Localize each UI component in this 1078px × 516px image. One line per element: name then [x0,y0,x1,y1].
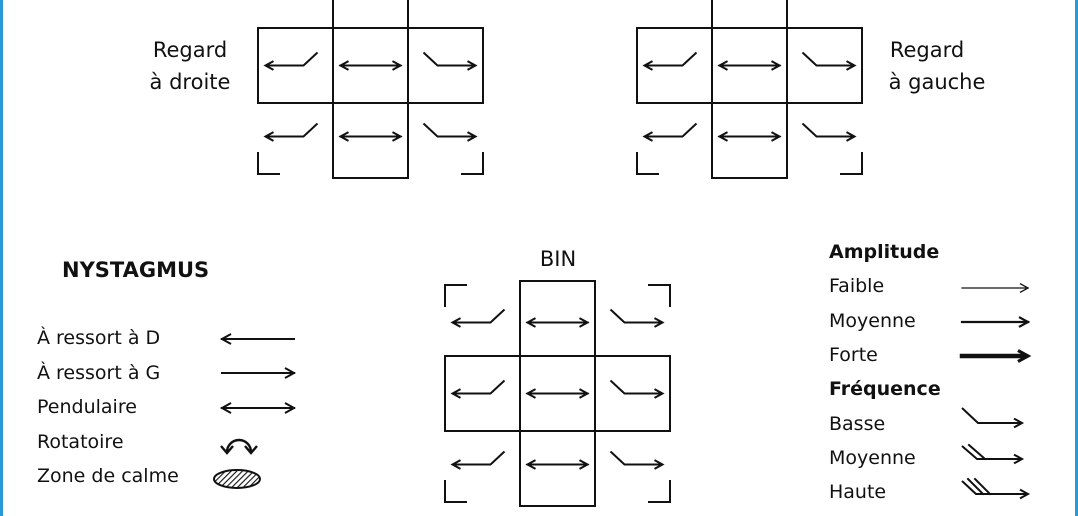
legend-item-ressort-d: À ressort à D [37,327,161,349]
left-beat-symbol [642,122,698,142]
pendular-symbol [525,388,590,399]
left-beat-symbol [263,51,319,71]
hatched-ellipse-icon [213,469,261,489]
legend-item-rotatoire: Rotatoire [37,431,124,453]
left-beat-symbol [642,51,698,71]
pendular-symbol [525,317,590,328]
pendular-symbol [717,60,782,71]
left-gaze-label-line2: à gauche [888,70,986,94]
medium-frequency-icon [961,443,1025,465]
pendular-symbol [717,131,782,142]
double-arrow-icon [219,402,297,414]
amplitude-title: Amplitude [829,241,940,263]
center-column [519,280,596,507]
low-frequency-icon [961,407,1025,429]
left-beat-symbol [450,308,506,328]
left-gaze-label-line1: Regard [889,38,965,62]
pendular-symbol [525,459,590,470]
left-gaze-panel [636,0,863,179]
right-beat-symbol [609,308,665,328]
corner-bottom-right [840,152,863,175]
legend-item-basse: Basse [829,413,886,435]
middle-row [257,27,484,104]
right-beat-symbol [801,51,857,71]
corner-top-right [648,284,671,307]
bin-panel [444,280,671,507]
thick-arrow-icon [959,349,1032,363]
right-beat-symbol [609,379,665,399]
left-beat-symbol [450,450,506,470]
middle-row [636,27,863,104]
left-beat-symbol [263,122,319,142]
legend-item-haute: Haute [829,481,887,503]
pendular-symbol [338,60,403,71]
corner-bottom-left [636,152,659,175]
center-column [332,0,409,179]
corner-bottom-left [444,480,467,503]
corner-bottom-right [648,480,671,503]
pendular-symbol [338,131,403,142]
nystagmus-title: NYSTAGMUS [62,258,210,282]
legend-item-pendulaire: Pendulaire [37,396,137,418]
legend-item-amplitude-moyenne: Moyenne [829,310,916,332]
right-beat-symbol [422,122,478,142]
rotation-icon [220,438,258,455]
legend-item-forte: Forte [829,344,878,366]
medium-arrow-icon [960,316,1031,328]
legend-item-faible: Faible [829,275,885,297]
legend-icons [213,283,1032,500]
right-gaze-label-line2: à droite [149,70,231,94]
frequency-title: Fréquence [829,378,941,400]
arrow-right-icon [221,367,297,379]
right-beat-symbol [801,122,857,142]
gaze-panels [257,0,863,507]
bin-title: BIN [539,247,577,271]
thin-arrow-icon [961,283,1030,293]
right-beat-symbol [422,51,478,71]
left-beat-symbol [450,379,506,399]
right-gaze-label-line1: Regard [152,38,228,62]
legend-item-ressort-g: À ressort à G [37,362,161,384]
middle-row [444,355,671,432]
corner-bottom-right [461,152,484,175]
legend-item-frequence-moyenne: Moyenne [829,447,916,469]
high-frequency-icon [961,477,1031,500]
corner-bottom-left [257,152,280,175]
right-beat-symbol [609,450,665,470]
corner-top-left [444,284,467,307]
arrow-left-icon [219,333,295,345]
right-gaze-panel [257,0,484,179]
legend-item-zone-calme: Zone de calme [37,465,179,487]
center-column [711,0,788,179]
